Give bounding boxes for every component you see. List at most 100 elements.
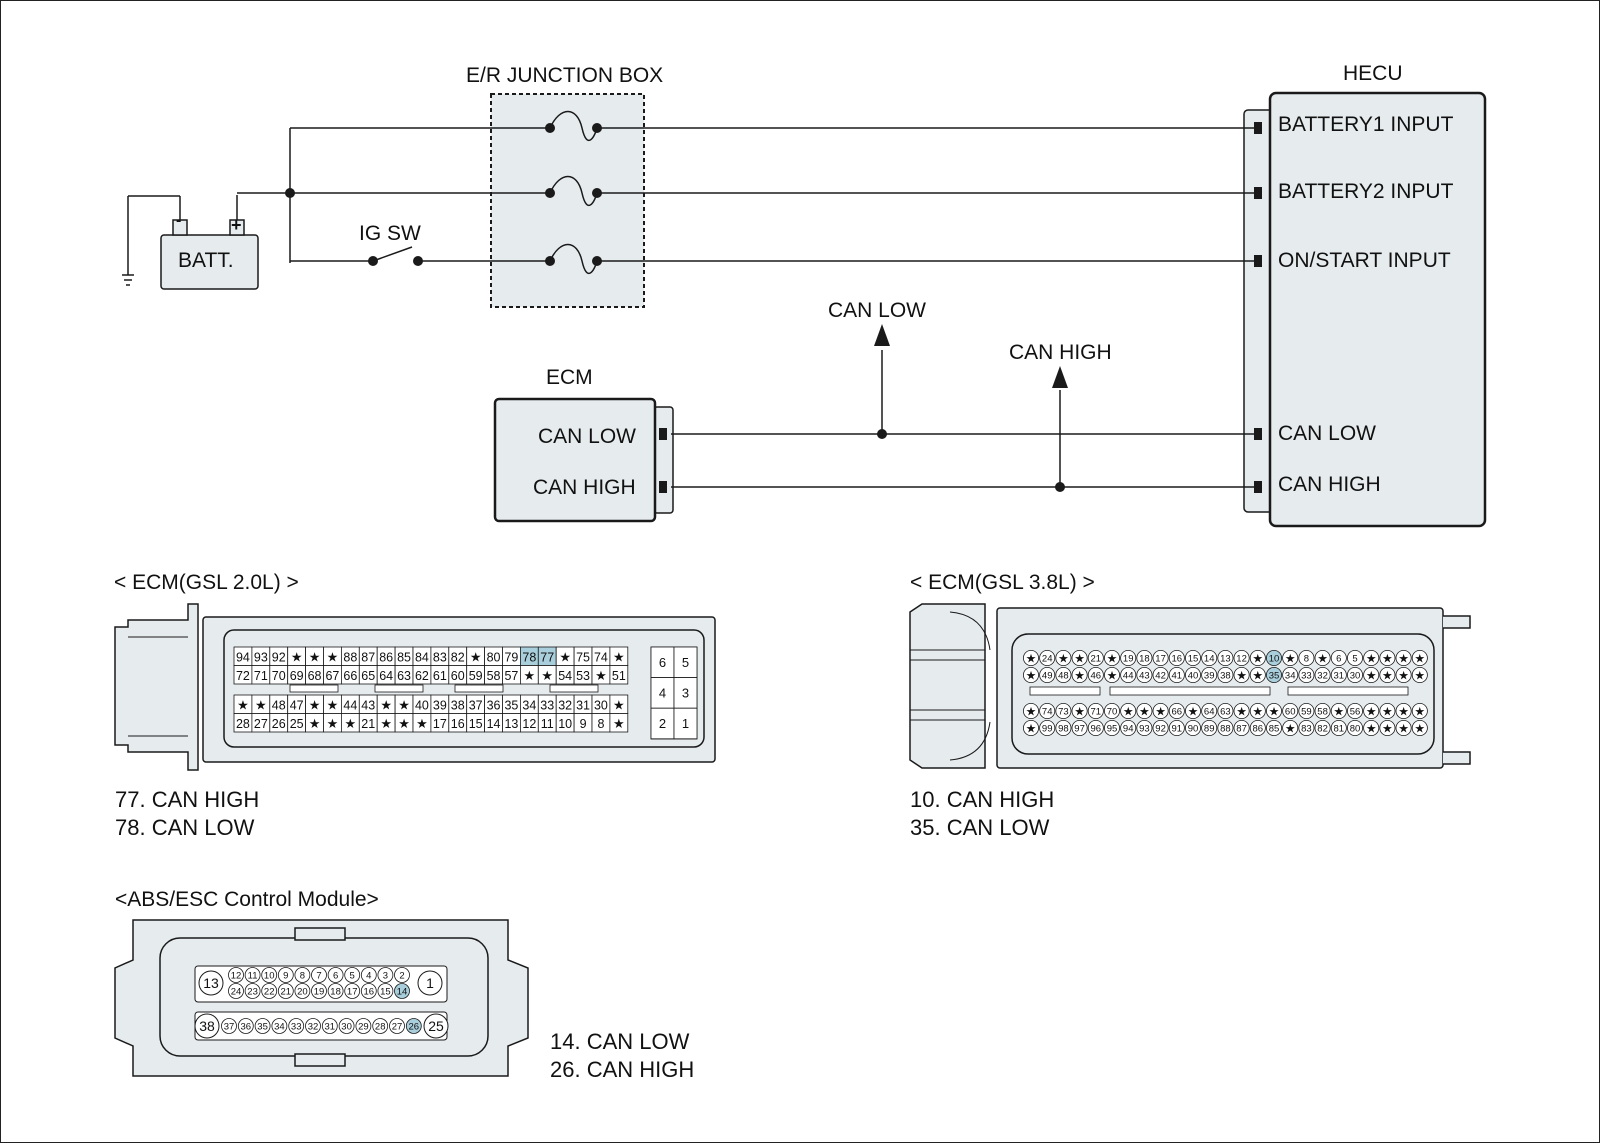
abs-pin xyxy=(355,1018,372,1034)
ecm20-pin-label: 80 xyxy=(487,650,501,664)
ecm20-pin-cell xyxy=(609,713,629,733)
ecm38-pin-label: ★ xyxy=(1188,705,1199,719)
ecm38-pin-label: 86 xyxy=(1253,724,1264,735)
ecm38-pin xyxy=(1136,703,1153,720)
ecm38-pin-label: ★ xyxy=(1026,652,1037,666)
ecm-box xyxy=(493,397,657,523)
ecm20-pin-label: 17 xyxy=(433,717,447,731)
abs-pin-label: 17 xyxy=(347,987,358,998)
abs-pin xyxy=(237,1018,254,1034)
ecm20-pin-label: 21 xyxy=(361,717,375,731)
junction-dot xyxy=(1055,482,1065,492)
ecm20-pin-label: ★ xyxy=(595,668,607,683)
ecm38-pin-label: ★ xyxy=(1285,652,1296,666)
ecm38-pin-label: 43 xyxy=(1139,671,1150,682)
ecm20-pin-label: 66 xyxy=(343,669,357,683)
ecm38-pin xyxy=(1023,650,1040,667)
ecm38-pin-label: ★ xyxy=(1366,722,1377,736)
ecm20-pin-label: 62 xyxy=(415,669,429,683)
ecm20-pin-label: ★ xyxy=(345,716,357,731)
ecm-pin-terminal xyxy=(659,428,667,440)
battery-minus-sign: - xyxy=(176,212,182,229)
ecm38-pin-label: ★ xyxy=(1252,705,1263,719)
abs-title: <ABS/ESC Control Module> xyxy=(115,888,379,911)
ecm38-pin-label: 89 xyxy=(1204,724,1215,735)
hecu-pin-battery2: BATTERY2 INPUT xyxy=(1278,180,1454,203)
ecm20-pin-label: ★ xyxy=(327,716,339,731)
abs-pin xyxy=(327,983,344,999)
ecm20-pin-label: 27 xyxy=(254,717,268,731)
abs-pin xyxy=(305,1018,321,1034)
ecm20-title: < ECM(GSL 2.0L) > xyxy=(114,571,299,594)
ecm38-pin xyxy=(1249,703,1266,720)
ecm20-pin-label: ★ xyxy=(291,649,303,664)
ecm38-pin xyxy=(1314,667,1331,684)
ecm38-pin-label: 82 xyxy=(1317,724,1328,735)
ecm38-pin xyxy=(1120,650,1137,667)
ecm38-pin xyxy=(1104,650,1121,667)
hecu-pin-terminal xyxy=(1254,122,1262,134)
ecm38-pin-label: 97 xyxy=(1074,724,1085,735)
ecm38-pin xyxy=(1347,650,1364,667)
junction-dot xyxy=(413,256,423,266)
ecm38-pin xyxy=(1266,650,1283,667)
ecm38-key-slot xyxy=(1029,686,1101,696)
ecm20-pin-label: 61 xyxy=(433,669,447,683)
ecm38-pin xyxy=(1298,667,1315,684)
ecm20-pin-label: 37 xyxy=(469,698,483,712)
abs-note-can-low: 14. CAN LOW xyxy=(550,1029,690,1054)
ecm38-pin xyxy=(1266,720,1283,737)
ecm20-side-pin-label: 1 xyxy=(682,716,689,731)
ecm20-pin-label: ★ xyxy=(613,697,625,712)
abs-pin-label: 34 xyxy=(274,1022,285,1033)
abs-pin-label: 23 xyxy=(247,987,258,998)
abs-pin xyxy=(321,1018,338,1034)
abs-pin-label: 9 xyxy=(283,971,288,982)
ecm20-pin-label: 65 xyxy=(361,669,375,683)
battery-plus-sign: + xyxy=(231,215,242,235)
fuse-element xyxy=(549,110,598,142)
ecm20-pin-label: 13 xyxy=(504,717,518,731)
ecm20-pin-label: 10 xyxy=(558,717,572,731)
ecm20-pin-label: 59 xyxy=(469,669,483,683)
ecm38-note-can-high: 10. CAN HIGH xyxy=(910,787,1055,812)
ecm20-side-pin-label: 6 xyxy=(659,655,666,670)
abs-pin-label: 12 xyxy=(231,971,242,982)
ecm38-pin-label: 58 xyxy=(1317,707,1328,718)
hecu-pin-terminal xyxy=(1254,255,1262,267)
ecm38-pin-label: 94 xyxy=(1123,724,1134,735)
ecm20-pin-label: 14 xyxy=(487,717,501,731)
ecm20-pin-label: ★ xyxy=(327,697,339,712)
hecu-pin-battery1: BATTERY1 INPUT xyxy=(1278,113,1454,136)
junction-box-label: E/R JUNCTION BOX xyxy=(466,64,664,87)
ecm20-side-pin-cell xyxy=(673,707,698,740)
ecm38-pin xyxy=(1087,703,1104,720)
abs-pin-label: 16 xyxy=(364,987,375,998)
ecm38-pin-label: ★ xyxy=(1139,705,1150,719)
hecu-pin-terminal xyxy=(1254,481,1262,493)
ecm38-pin xyxy=(1104,703,1121,720)
ecm38-pin xyxy=(1152,650,1169,667)
abs-pin xyxy=(294,967,311,983)
ecm38-pin xyxy=(1395,720,1412,737)
ecm38-pin-label: ★ xyxy=(1382,705,1393,719)
abs-big-pin-label: 13 xyxy=(203,975,219,991)
ecm38-pin xyxy=(1087,650,1104,667)
ecm38-pin-label: 66 xyxy=(1172,707,1183,718)
ecm38-pin xyxy=(1379,703,1396,720)
ecm38-pin-label: 21 xyxy=(1091,654,1102,665)
ecm20-pin-label: 8 xyxy=(597,717,604,731)
ecm38-pin xyxy=(1217,650,1234,667)
abs-pin xyxy=(244,967,261,983)
ecm38-pin-label: ★ xyxy=(1107,669,1118,683)
ecm38-pin xyxy=(1055,703,1072,720)
ecm38-pin-label: ★ xyxy=(1026,669,1037,683)
ecm20-pin-label: 71 xyxy=(254,669,268,683)
ecm38-pin xyxy=(1201,667,1218,684)
can-high-arrow-label: CAN HIGH xyxy=(1009,341,1112,364)
ecm38-pin-label: 40 xyxy=(1188,671,1199,682)
ecm20-pin-label: ★ xyxy=(309,697,321,712)
abs-pin xyxy=(344,983,361,999)
ecm38-pin-label: 80 xyxy=(1350,724,1361,735)
